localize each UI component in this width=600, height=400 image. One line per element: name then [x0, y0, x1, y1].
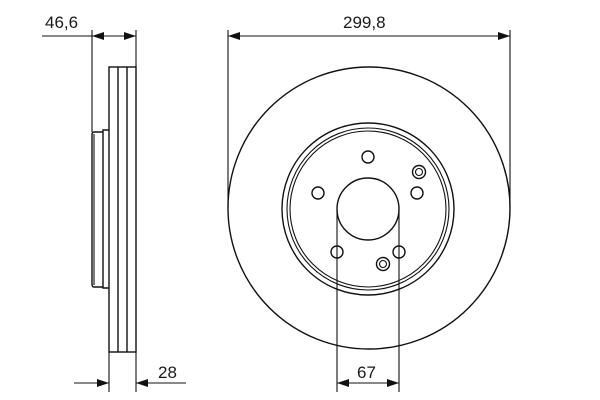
dimension-label-thickness: 28 [158, 363, 177, 382]
hub-step [102, 129, 109, 289]
side-view [42, 30, 186, 392]
disc-profile [108, 66, 137, 353]
hub-profile [91, 131, 103, 288]
bolt-hole [311, 186, 325, 200]
bolt-hole [361, 150, 375, 164]
disc-outer-circle [227, 66, 511, 350]
locating-hole [411, 164, 427, 180]
dimension-label-bore: 67 [357, 363, 376, 382]
bolt-hole [410, 186, 424, 200]
dimension-label-height: 46,6 [45, 13, 78, 32]
dimension-label-diameter: 299,8 [343, 13, 386, 32]
hub-outer-circle [281, 122, 455, 296]
locating-hole [375, 256, 391, 272]
center-bore [336, 177, 400, 241]
front-view [227, 30, 511, 392]
